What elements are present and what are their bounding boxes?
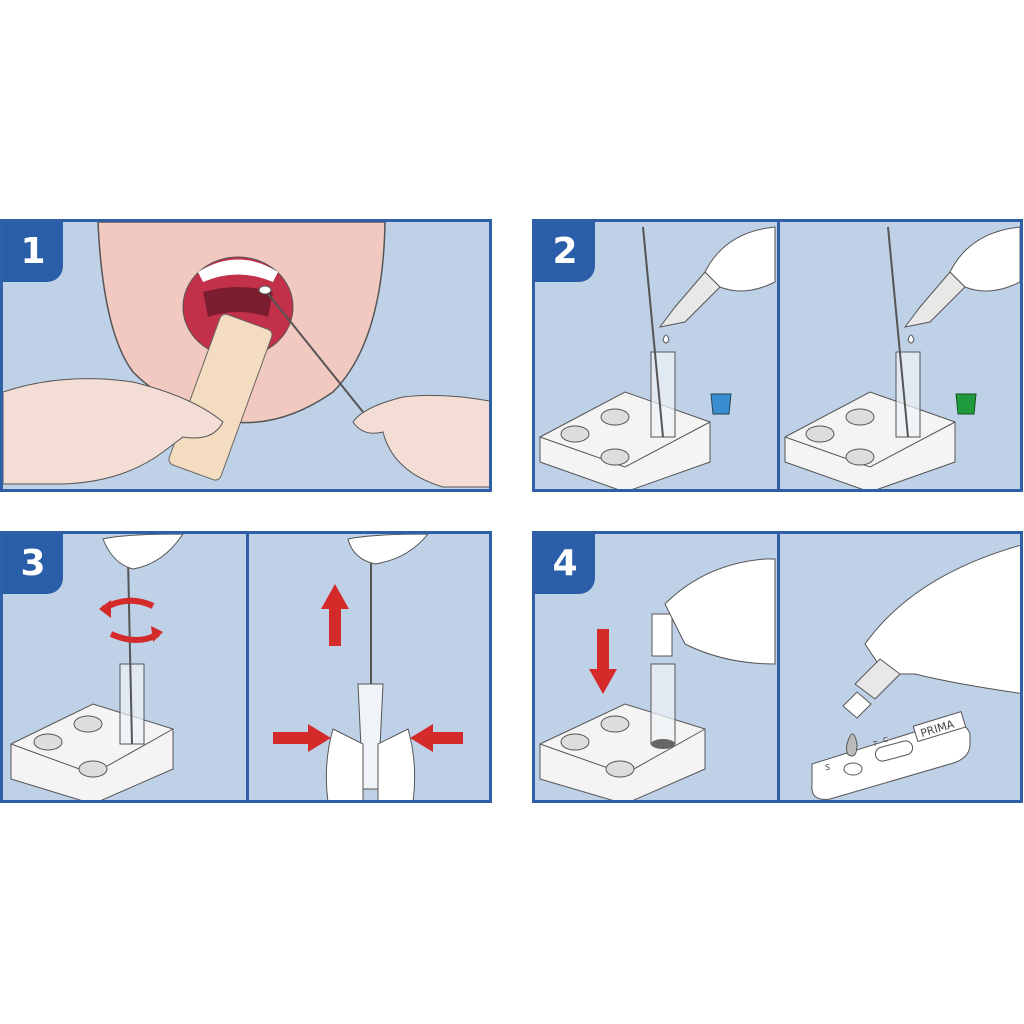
blue-cap-icon xyxy=(710,393,732,415)
panel-divider xyxy=(777,534,780,800)
panel-divider xyxy=(246,534,249,800)
green-cap-icon xyxy=(955,393,977,415)
squeeze-arrow-icon xyxy=(428,732,463,744)
down-arrow-icon xyxy=(597,629,609,674)
step-3-panel: 3 xyxy=(0,531,492,803)
step-number-badge: 1 xyxy=(3,222,63,282)
test-line-label: T xyxy=(872,740,878,748)
panel-divider xyxy=(777,222,780,489)
step-2-panel: 2 xyxy=(532,219,1023,492)
squeeze-arrow-icon xyxy=(273,732,313,744)
dropper-into-tube-illustration xyxy=(539,226,1020,489)
step-number-badge: 2 xyxy=(535,222,595,282)
cap-and-dispense-illustration: S T C PRIMA xyxy=(539,544,1020,800)
pull-up-arrow-icon xyxy=(329,606,341,646)
sample-well-label: S xyxy=(825,763,830,772)
step-4-panel: 4 S T C PRIMA xyxy=(532,531,1023,803)
step-number-badge: 4 xyxy=(535,534,595,594)
control-line-label: C xyxy=(883,736,888,744)
throat-swab-illustration xyxy=(3,222,489,488)
step-1-panel: 1 xyxy=(0,219,492,492)
step-number-badge: 3 xyxy=(3,534,63,594)
swab-rotate-squeeze-illustration xyxy=(10,534,463,800)
